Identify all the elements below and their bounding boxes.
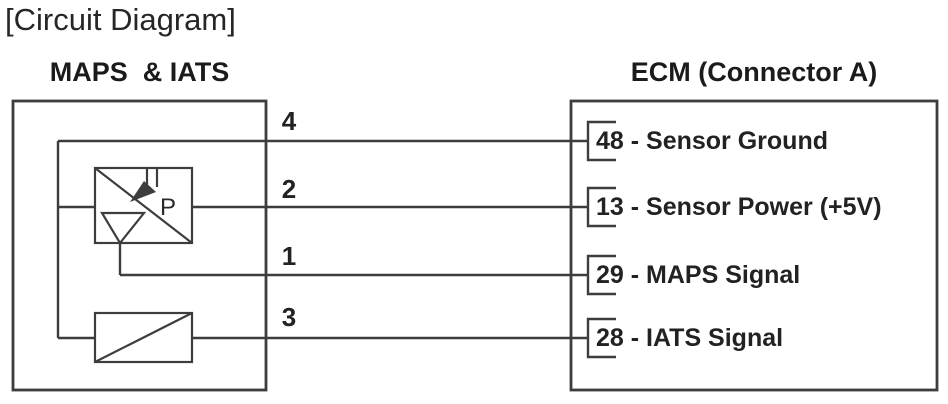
pin-label-48: 48 - Sensor Ground — [596, 127, 828, 155]
pin-label-13: 13 - Sensor Power (+5V) — [596, 193, 882, 221]
pin-28-bracket-icon — [586, 317, 616, 359]
pressure-sensor-diagonal — [94, 167, 193, 244]
pin-29-bracket-icon — [586, 254, 616, 296]
maps-iats-box-outline — [11, 99, 268, 392]
thermistor-outline — [93, 311, 194, 364]
ecm-box-outline — [569, 99, 939, 392]
pin-label-28: 28 - IATS Signal — [596, 324, 784, 352]
pressure-sensor-outline — [93, 166, 194, 245]
thermistor-symbol — [93, 311, 194, 364]
pin-13-bracket-icon — [586, 186, 616, 228]
wire-number-1: 1 — [281, 241, 297, 271]
pressure-arrow-head-icon — [130, 181, 156, 202]
wire-number-2: 2 — [281, 174, 297, 204]
ground-triangle-icon — [100, 211, 147, 245]
thermistor-diagonal — [94, 312, 193, 363]
maps-iats-heading: MAPS & IATS — [49, 57, 230, 87]
ecm-heading: ECM (Connector A) — [630, 57, 878, 87]
pin-48-bracket-icon — [586, 120, 616, 162]
wire-number-4: 4 — [281, 106, 297, 136]
pressure-symbol-label: P — [160, 194, 177, 221]
wire-number-3: 3 — [281, 302, 297, 332]
page-title: [Circuit Diagram] — [5, 2, 236, 37]
pressure-sensor-symbol — [93, 166, 194, 245]
pin-label-29: 29 - MAPS Signal — [596, 261, 801, 289]
